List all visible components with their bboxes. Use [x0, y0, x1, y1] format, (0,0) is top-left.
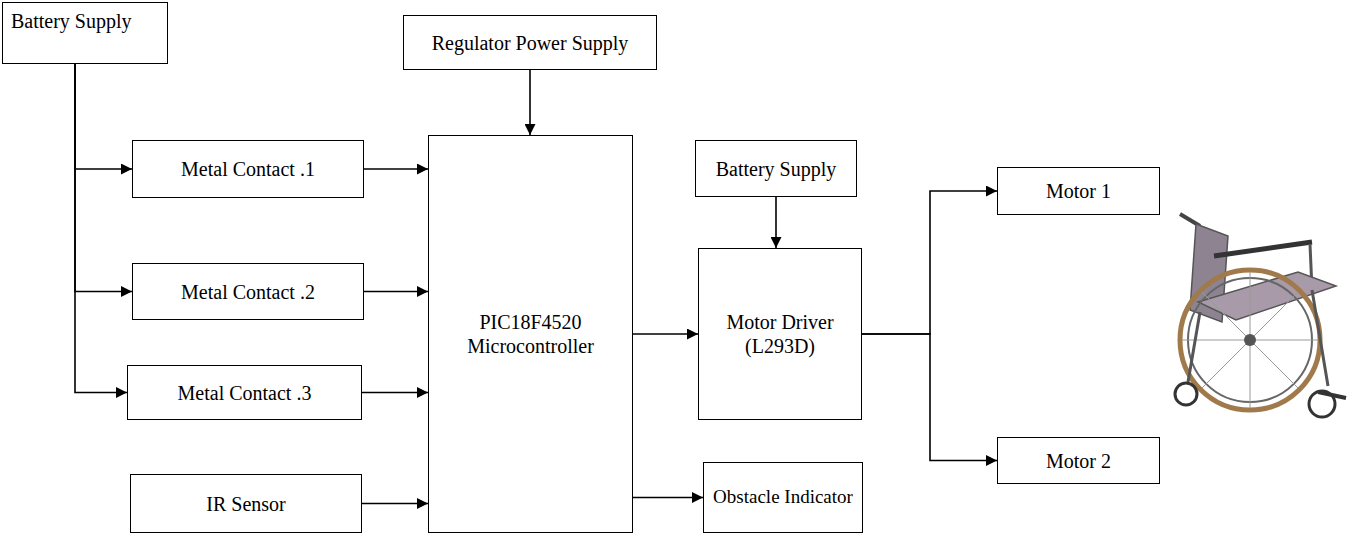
rear-caster — [1175, 383, 1197, 405]
node-label: Motor 2 — [1046, 449, 1111, 473]
arrow-connector — [775, 197, 777, 248]
node-label: Motor Driver (L293D) — [707, 310, 853, 358]
front-caster — [1309, 391, 1335, 417]
arrow-connector — [75, 64, 127, 393]
battery-box: Battery Supply — [695, 140, 857, 197]
node-label: Metal Contact .3 — [178, 381, 312, 405]
arrow-connector — [862, 191, 997, 334]
spokes — [1182, 272, 1318, 408]
driver-box: Motor Driver (L293D) — [698, 248, 862, 420]
contact-box: Metal Contact .3 — [127, 365, 362, 420]
node-label: PIC18F4520 Microcontroller — [437, 310, 624, 358]
node-label: Obstacle Indicator — [713, 486, 853, 509]
motor-box: Motor 1 — [997, 167, 1160, 215]
indicator-box: Obstacle Indicator — [703, 462, 863, 533]
regulator-box: Regulator Power Supply — [403, 15, 657, 70]
front-leg — [1312, 290, 1328, 386]
node-label: Battery Supply — [11, 9, 132, 33]
contact-box: Metal Contact .1 — [132, 140, 364, 198]
rear-leg — [1188, 312, 1200, 382]
node-label: Motor 1 — [1046, 179, 1111, 203]
hub — [1244, 334, 1256, 346]
arrow-connector — [75, 64, 132, 292]
arrow-connector — [364, 168, 428, 170]
rear-wheel — [1180, 270, 1320, 410]
arrow-connector — [75, 64, 132, 169]
node-label: Metal Contact .2 — [181, 280, 315, 304]
arrow-connector — [862, 334, 997, 461]
contact-box: Metal Contact .2 — [132, 263, 364, 320]
armrest — [1214, 242, 1312, 256]
node-label: Battery Supply — [716, 157, 837, 181]
wheelchair — [1175, 214, 1346, 417]
node-label: IR Sensor — [206, 492, 285, 516]
node-label: Regulator Power Supply — [432, 31, 629, 55]
arrow-connector — [633, 497, 703, 499]
arrow-connector — [362, 503, 428, 505]
arrow-connector — [633, 333, 698, 335]
microcontroller-box: PIC18F4520 Microcontroller — [428, 135, 633, 533]
motor-box: Motor 2 — [997, 437, 1160, 484]
arrow-connector — [364, 291, 428, 293]
arrow-connector — [362, 392, 428, 394]
battery-box: Battery Supply — [2, 2, 168, 64]
sensor-box: IR Sensor — [130, 474, 362, 533]
node-label: Metal Contact .1 — [181, 157, 315, 181]
arrow-connector — [529, 70, 531, 135]
